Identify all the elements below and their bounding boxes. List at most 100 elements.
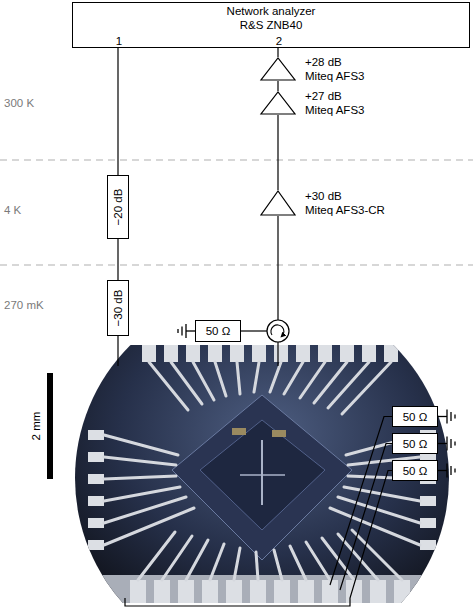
chip-photo — [318, 345, 332, 362]
chip-photo — [186, 345, 200, 362]
chip-photo — [104, 497, 186, 523]
amplifier-triangle: +27 dBMiteq AFS3 — [260, 91, 296, 115]
attenuator-box: −20 dB — [107, 175, 129, 239]
ground-symbol — [446, 410, 447, 424]
chip-photo — [88, 345, 436, 603]
chip-photo — [370, 580, 386, 603]
resistance-value: 50 Ω — [403, 464, 428, 477]
attenuation-value: −20 dB — [112, 189, 125, 226]
amplifier-spec: Miteq AFS3 — [305, 69, 364, 83]
amplifier-spec: +27 dB — [305, 89, 364, 103]
instrument-name: Network analyzer — [73, 4, 469, 18]
chip-photo — [342, 362, 391, 414]
ground-symbol — [186, 330, 195, 331]
instrument-name: R&S ZNB40 — [73, 18, 469, 32]
signal-wire — [277, 216, 278, 320]
chip-photo — [261, 440, 263, 505]
chip-photo — [104, 508, 194, 545]
attenuator-box: −30 dB — [107, 280, 129, 336]
chip-photo — [186, 540, 208, 580]
ground-symbol — [438, 443, 447, 444]
signal-wire — [117, 336, 118, 366]
ground-symbol — [454, 469, 455, 473]
chip-photo — [210, 544, 224, 580]
chip-photo — [340, 345, 354, 362]
ground-symbol — [438, 416, 447, 417]
amplifier-triangle: +30 dBMiteq AFS3-CR — [260, 190, 296, 216]
network-analyzer-box: Network analyzerR&S ZNB4012 — [72, 2, 470, 48]
ground-symbol — [181, 327, 182, 336]
chip-photo — [202, 580, 218, 603]
signal-wire — [277, 342, 278, 366]
chip-photo — [88, 452, 104, 462]
ground-symbol — [177, 329, 178, 333]
amplifier-label: +27 dBMiteq AFS3 — [305, 89, 364, 117]
chip-photo — [200, 420, 325, 530]
resistance-value: 50 Ω — [403, 410, 428, 423]
chip-photo — [384, 345, 398, 362]
chip-photo — [314, 362, 347, 403]
ground-symbol — [446, 437, 447, 451]
amplifier-symbol — [260, 91, 296, 115]
chip-photo — [420, 496, 436, 506]
chip-photo — [394, 580, 410, 603]
chip-photo — [254, 362, 259, 392]
chip-photo — [104, 435, 178, 455]
chip-photo — [162, 536, 192, 580]
chip-photo — [104, 487, 180, 501]
amplifier-symbol — [260, 57, 296, 81]
chip-photo — [149, 362, 188, 410]
temperature-label: 300 K — [4, 96, 34, 110]
scale-label: 2 mm — [29, 412, 43, 441]
amplifier-spec: Miteq AFS3 — [305, 103, 364, 117]
chip-photo — [60, 345, 473, 603]
chip-photo — [306, 542, 330, 580]
chip-photo — [88, 540, 104, 550]
chip-photo — [256, 552, 258, 580]
ground-symbol — [454, 442, 455, 446]
ground-symbol — [438, 470, 447, 471]
chip-photo — [237, 362, 240, 394]
chip-photo — [328, 362, 369, 408]
chip-photo — [88, 430, 104, 440]
chip-photo — [274, 345, 288, 362]
chip-photo — [250, 580, 266, 603]
chip-photo — [88, 518, 104, 528]
amplifier-symbol — [261, 92, 295, 114]
chip-photo — [272, 430, 286, 437]
chip-photo — [164, 345, 178, 362]
chip-photo — [215, 362, 226, 396]
chip-photo — [230, 345, 244, 362]
chip-photo — [104, 362, 420, 580]
ground-symbol — [446, 464, 447, 478]
amplifier-spec: +30 dB — [305, 189, 385, 203]
chip-photo — [138, 532, 175, 580]
circulator-symbol — [271, 325, 284, 336]
stage-divider — [0, 160, 473, 265]
circulator-symbol — [267, 320, 289, 342]
chip-photo — [104, 457, 176, 465]
scale-bar — [47, 373, 53, 479]
chip-photo — [88, 474, 104, 484]
termination-box: 50 Ω — [195, 320, 241, 342]
attenuation-value: −30 dB — [112, 290, 125, 327]
signal-wire — [241, 330, 267, 331]
chip-photo — [420, 540, 436, 550]
signal-line — [277, 81, 278, 91]
amplifier-symbol — [260, 190, 296, 216]
chip-photo — [70, 575, 470, 603]
chip-photo — [290, 546, 306, 580]
stage-divider — [0, 159, 473, 160]
amplifier-symbol — [261, 191, 295, 215]
signal-wire — [340, 444, 392, 591]
ground-symbol — [178, 324, 455, 478]
chip-photo — [284, 362, 303, 394]
amplifier-label: +30 dBMiteq AFS3-CR — [305, 189, 385, 217]
chip-photo — [104, 476, 176, 479]
analyzer-title: Network analyzerR&S ZNB40 — [73, 4, 469, 32]
chip-photo — [240, 474, 285, 476]
resistance-value: 50 Ω — [206, 325, 231, 338]
